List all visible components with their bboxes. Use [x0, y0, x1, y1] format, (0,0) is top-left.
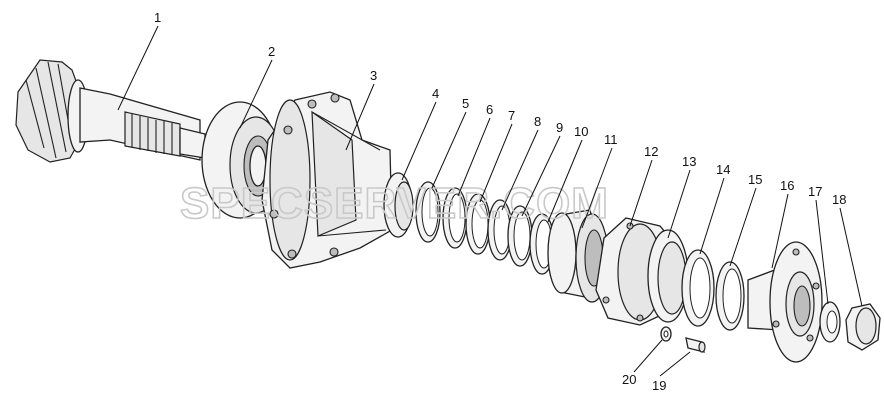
callout-1: 1 [154, 10, 161, 25]
part-20-small-washer [660, 326, 672, 342]
part-8-ring [487, 199, 513, 261]
callout-10: 10 [574, 124, 588, 139]
callout-19: 19 [652, 378, 666, 393]
part-1-pinion-shaft [15, 59, 206, 163]
callout-7: 7 [508, 108, 515, 123]
part-4-sleeve [383, 172, 414, 238]
part-19-pin [685, 337, 706, 353]
callout-12: 12 [644, 144, 658, 159]
part-14-ring [681, 249, 715, 327]
callout-20: 20 [622, 372, 636, 387]
part-17-washer [819, 301, 841, 343]
part-13-seal [647, 229, 689, 323]
part-16-flange [747, 241, 823, 363]
callout-6: 6 [486, 102, 493, 117]
callout-16: 16 [780, 178, 794, 193]
callout-13: 13 [682, 154, 696, 169]
part-6-ring [442, 187, 468, 249]
part-7-ring [465, 193, 491, 255]
callout-4: 4 [432, 86, 439, 101]
callout-labels: 1 2 3 4 5 6 7 8 9 10 11 12 13 14 15 16 1… [154, 10, 846, 393]
leader-lines [117, 25, 863, 377]
watermark-text: SPECSERVER.COM [180, 179, 609, 228]
part-9-ring [507, 205, 533, 267]
callout-2: 2 [268, 44, 275, 59]
part-15-ring [715, 261, 745, 331]
callout-17: 17 [808, 184, 822, 199]
part-3-housing [261, 91, 393, 269]
callout-8: 8 [534, 114, 541, 129]
callout-11: 11 [604, 132, 618, 147]
callout-3: 3 [370, 68, 377, 83]
part-5-ring [415, 181, 441, 243]
callout-18: 18 [832, 192, 846, 207]
callout-14: 14 [716, 162, 730, 177]
callout-9: 9 [556, 120, 563, 135]
part-18-nut [845, 303, 881, 351]
callout-15: 15 [748, 172, 762, 187]
callout-5: 5 [462, 96, 469, 111]
